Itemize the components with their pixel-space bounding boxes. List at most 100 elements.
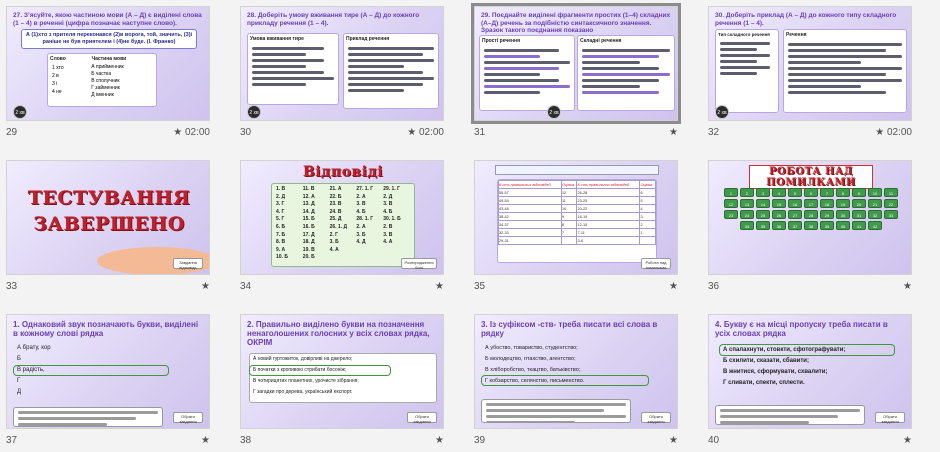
error-cell-button[interactable]: 32	[868, 210, 882, 219]
error-cell-button[interactable]: 27	[788, 210, 802, 219]
slide-thumbnail[interactable]: 27. З’ясуйте, якою частиною мови (А – Д)…	[6, 6, 210, 121]
error-cell-button[interactable]: 1	[724, 188, 738, 197]
error-cell-button[interactable]: 8	[836, 188, 850, 197]
slide-thumbnail[interactable]: 30. Доберіть приклад (А – Д) до кожного …	[708, 6, 912, 121]
error-cell-button[interactable]: 38	[804, 221, 818, 230]
table-cell: 3-6	[576, 236, 641, 245]
error-cell-button[interactable]: 31	[852, 210, 866, 219]
error-cell-button[interactable]: 24	[740, 210, 754, 219]
error-cell-button[interactable]: 33	[884, 210, 898, 219]
table-cell: 20-22	[576, 204, 641, 213]
slide-title: 3. Із суфіксом -ств- треба писати всі сл…	[481, 320, 658, 338]
slide-32[interactable]: 30. Доберіть приклад (А – Д) до кожного …	[702, 0, 914, 144]
slide-thumbnail[interactable]: 1. Однаковий звук позначають букви, виді…	[6, 314, 210, 429]
slide-29[interactable]: 27. З’ясуйте, якою частиною мови (А – Д)…	[0, 0, 212, 144]
error-cell-button[interactable]: 19	[836, 199, 850, 208]
slide-31[interactable]: 29. Поєднайте виділені фрагменти простих…	[468, 0, 681, 144]
answer-cell: 28. 1. Г	[356, 216, 374, 223]
error-cell-button[interactable]: 9	[852, 188, 866, 197]
error-cell-button[interactable]: 11	[884, 188, 898, 197]
error-cell-button[interactable]: 12	[724, 199, 738, 208]
nav-button[interactable]: Обрати завдання	[173, 412, 203, 424]
slide-thumbnail[interactable]: ТЕСТУВАННЯ ЗАВЕРШЕНО Завдання відповідь	[6, 160, 210, 275]
nav-button[interactable]: Обрати завдання	[875, 412, 905, 424]
error-cell-button[interactable]: 37	[788, 221, 802, 230]
nav-button[interactable]: Обрати завдання	[641, 412, 671, 424]
answer-cell: 3. В	[383, 231, 393, 238]
nav-button[interactable]: Робота над помилками	[641, 258, 671, 270]
error-cell-button[interactable]: 17	[804, 199, 818, 208]
answer-cell: 16. Б	[302, 223, 315, 230]
error-cell-button[interactable]: 30	[836, 210, 850, 219]
timer-badge: 2 хв	[247, 105, 261, 119]
slide-30[interactable]: 28. Доберіть умову вживання тире (А – Д)…	[234, 0, 446, 144]
answer-cell: 18. Д	[302, 239, 315, 246]
slide-number: 33	[6, 281, 18, 292]
error-cell-button[interactable]: 7	[820, 188, 834, 197]
slide-35[interactable]: К-сть правильних відповідей Оцінка К-сть…	[468, 154, 680, 298]
quote-box: А (1)хто з прителя переконався (2)в воро…	[21, 29, 197, 49]
error-cell-button[interactable]: 13	[740, 199, 754, 208]
error-cell-button[interactable]: 3	[756, 188, 770, 197]
error-cell-button[interactable]: 40	[836, 221, 850, 230]
error-cell-button[interactable]: 14	[756, 199, 770, 208]
error-cell-button[interactable]: 22	[884, 199, 898, 208]
error-cell-button[interactable]: 42	[868, 221, 882, 230]
error-cell-button[interactable]: 29	[820, 210, 834, 219]
answer-cell: 4. Д	[356, 239, 366, 246]
right-column: Речення	[783, 29, 907, 113]
error-cell-button[interactable]: 28	[804, 210, 818, 219]
error-cell-button[interactable]: 26	[772, 210, 786, 219]
option-c: В радість,	[17, 367, 45, 373]
slide-thumbnail[interactable]: 28. Доберіть умову вживання тире (А – Д)…	[240, 6, 444, 121]
answer-cell: 25. Д	[329, 216, 342, 223]
nav-button[interactable]: Обрати завдання	[407, 412, 437, 424]
left-column: Умова вживання тире	[247, 33, 339, 105]
error-cell-button[interactable]: 10	[868, 188, 882, 197]
left-item: 4 не	[52, 89, 62, 95]
error-cell-button[interactable]: 34	[740, 221, 754, 230]
error-cell-button[interactable]: 39	[820, 221, 834, 230]
nav-button[interactable]: Завдання відповідь	[173, 258, 203, 270]
error-cell-button[interactable]: 15	[772, 199, 786, 208]
error-cell-button[interactable]: 25	[756, 210, 770, 219]
slide-thumbnail-selected[interactable]: 29. Поєднайте виділені фрагменти простих…	[471, 3, 681, 124]
error-cell-button[interactable]: 2	[740, 188, 754, 197]
right-item: Г займенник	[91, 85, 120, 91]
error-cell-button[interactable]: 20	[852, 199, 866, 208]
slide-38[interactable]: 2. Правильно виділено букви на позначенн…	[234, 308, 446, 452]
slide-number: 40	[708, 435, 720, 446]
slide-timing: ★	[435, 435, 444, 446]
error-cell-button[interactable]: 4	[772, 188, 786, 197]
table-cell: 38-42	[498, 212, 562, 221]
error-cell-button[interactable]: 41	[852, 221, 866, 230]
error-cell-button[interactable]: 5	[788, 188, 802, 197]
error-cell-button[interactable]: 21	[868, 199, 882, 208]
error-cell-button[interactable]: 35	[756, 221, 770, 230]
slide-33[interactable]: ТЕСТУВАННЯ ЗАВЕРШЕНО Завдання відповідь …	[0, 154, 212, 298]
error-cell-button[interactable]: 18	[820, 199, 834, 208]
error-cell-button[interactable]: 16	[788, 199, 802, 208]
timer-badge: 2 хв	[715, 105, 729, 119]
error-cell-button[interactable]: 6	[804, 188, 818, 197]
slide-40[interactable]: 4. Букву є на місці пропуску треба писат…	[702, 308, 914, 452]
slide-thumbnail[interactable]: 4. Букву є на місці пропуску треба писат…	[708, 314, 912, 429]
slide-37[interactable]: 1. Однаковий звук позначають букви, виді…	[0, 308, 212, 452]
slide-thumbnail[interactable]: К-сть правильних відповідей Оцінка К-сть…	[474, 160, 678, 275]
timing-value: 02:00	[886, 127, 912, 138]
table-cell: 29-31	[498, 236, 562, 245]
nav-button[interactable]: Розпорядження болі	[401, 258, 437, 270]
slide-thumbnail[interactable]: 2. Правильно виділено букви на позначенн…	[240, 314, 444, 429]
error-cell-button[interactable]: 23	[724, 210, 738, 219]
error-cell-button[interactable]: 36	[772, 221, 786, 230]
note-box	[13, 407, 163, 427]
table-cell: 10	[560, 204, 578, 213]
answer-cell: 4. Б	[383, 208, 393, 215]
slide-thumbnail[interactable]: 3. Із суфіксом -ств- треба писати всі сл…	[474, 314, 678, 429]
slide-39[interactable]: 3. Із суфіксом -ств- треба писати всі сл…	[468, 308, 680, 452]
